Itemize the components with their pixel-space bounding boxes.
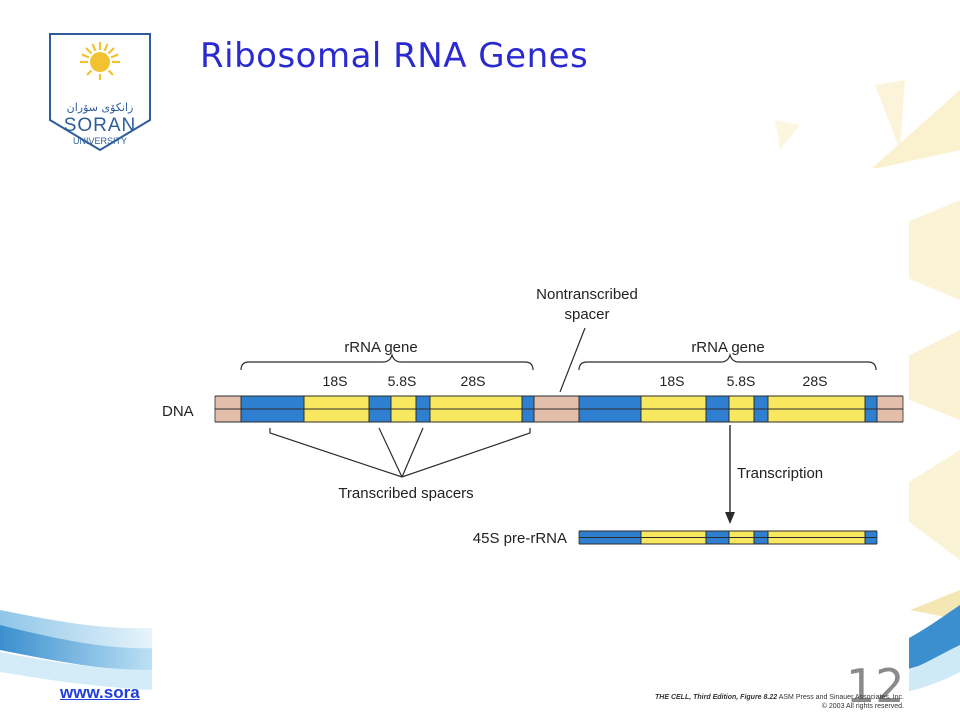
figure-credit: THE CELL, Third Edition, Figure 8.22 ASM… (624, 693, 904, 711)
label-28s-left: 28S (461, 373, 486, 389)
blue-swoosh-decoration (0, 605, 960, 692)
transcribed-spacers-label: Transcribed spacers (338, 485, 473, 502)
label-18s-right: 18S (660, 373, 685, 389)
figure-panel: DNA rRNA gene rRNA gene Nontranscribed s… (152, 168, 909, 720)
credit-copyright: © 2003 All rights reserved. (821, 703, 904, 710)
label-58s-left: 5.8S (388, 373, 417, 389)
spacers-line-1 (378, 427, 403, 478)
label-18s-left: 18S (323, 373, 348, 389)
gene-label-left: rRNA gene (344, 339, 417, 356)
university-logo: زانكۆی سۆران SORAN UNIVERSITY (48, 32, 152, 152)
spacers-line-2 (401, 427, 424, 478)
transcription-arrow-head (725, 512, 735, 524)
credit-publisher: ASM Press and Sinauer Associates, Inc. (778, 694, 904, 701)
transcription-label: Transcription (737, 465, 823, 482)
spacers-bracket (269, 428, 531, 478)
logo-kurdish-text: زانكۆی سۆران (66, 101, 134, 114)
logo-shield-icon (49, 33, 151, 152)
dna-label: DNA (162, 403, 194, 420)
gene-label-right: rRNA gene (691, 339, 764, 356)
rrna-gene-diagram: DNA rRNA gene rRNA gene Nontranscribed s… (162, 286, 904, 547)
sun-rays-decoration (775, 80, 960, 620)
website-link[interactable]: www.sora (60, 683, 140, 702)
spacer-pointer-line (559, 327, 586, 393)
gene-brace-right (578, 352, 877, 371)
dna-strand (214, 395, 904, 423)
spacer-label-line2: spacer (564, 306, 609, 323)
spacer-label-line1: Nontranscribed (536, 286, 638, 303)
gene-brace-left (240, 352, 534, 371)
slide-title: Ribosomal RNA Genes (200, 36, 589, 76)
logo-name: SORAN (63, 115, 137, 136)
label-28s-right: 28S (803, 373, 828, 389)
pre-rrna-strand (578, 530, 878, 545)
page-number: 12 (846, 659, 905, 713)
credit-book: THE CELL, Third Edition, Figure 8.22 (655, 694, 778, 701)
pre-rrna-label: 45S pre-rRNA (473, 530, 567, 547)
label-58s-right: 5.8S (727, 373, 756, 389)
logo-subtitle: UNIVERSITY (72, 136, 127, 146)
sun-emblem-icon (80, 42, 120, 80)
